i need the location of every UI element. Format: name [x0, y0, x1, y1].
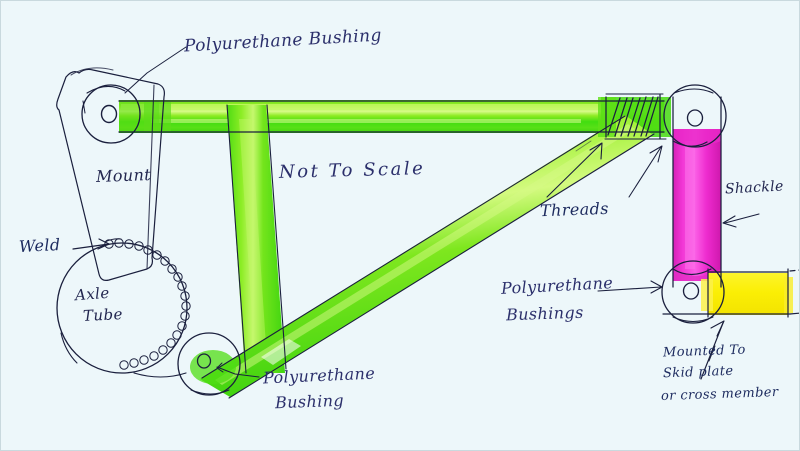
axle-tube: [56, 242, 188, 374]
label-mount: Mount: [95, 165, 152, 186]
highlighter-layer: [119, 97, 671, 397]
threaded-section: [605, 94, 661, 140]
label-threads: Threads: [539, 198, 610, 221]
label-axle-tube-line2: Tube: [82, 304, 124, 326]
upper-right-bushing: [663, 84, 727, 148]
lower-left-bushing: [177, 332, 241, 396]
label-mounted-to-line1: Mounted To: [662, 342, 746, 361]
upper-arm-tube-fill: [119, 97, 671, 137]
mount-plate: [56, 68, 165, 281]
upper-left-bushing: [81, 84, 141, 144]
threads-arrow: [546, 143, 602, 198]
lower-right-bushing: [661, 260, 725, 324]
shackle-arrow: [724, 213, 760, 224]
diagonal-brace-tube-fill: [200, 115, 653, 397]
mount-bracket-outline: [662, 268, 799, 318]
weld-bead: [104, 238, 191, 370]
label-shackle: Shackle: [724, 178, 785, 198]
shackle-fill: [673, 129, 721, 281]
label-mounted-to-line2: Skid plate: [662, 363, 734, 382]
mount-bracket-fill: [701, 273, 793, 315]
label-weld: Weld: [18, 234, 62, 257]
label-polyurethane-bushing-bottom-line2: Bushing: [274, 390, 345, 413]
label-not-to-scale: Not To Scale: [278, 158, 426, 183]
ink-layer: [56, 46, 799, 399]
label-axle-tube-line1: Axle: [74, 283, 111, 305]
label-polyurethane-bushings-line2: Bushings: [505, 302, 584, 325]
bushings-arrow-lower: [597, 286, 662, 292]
weld-arrow: [72, 243, 110, 250]
